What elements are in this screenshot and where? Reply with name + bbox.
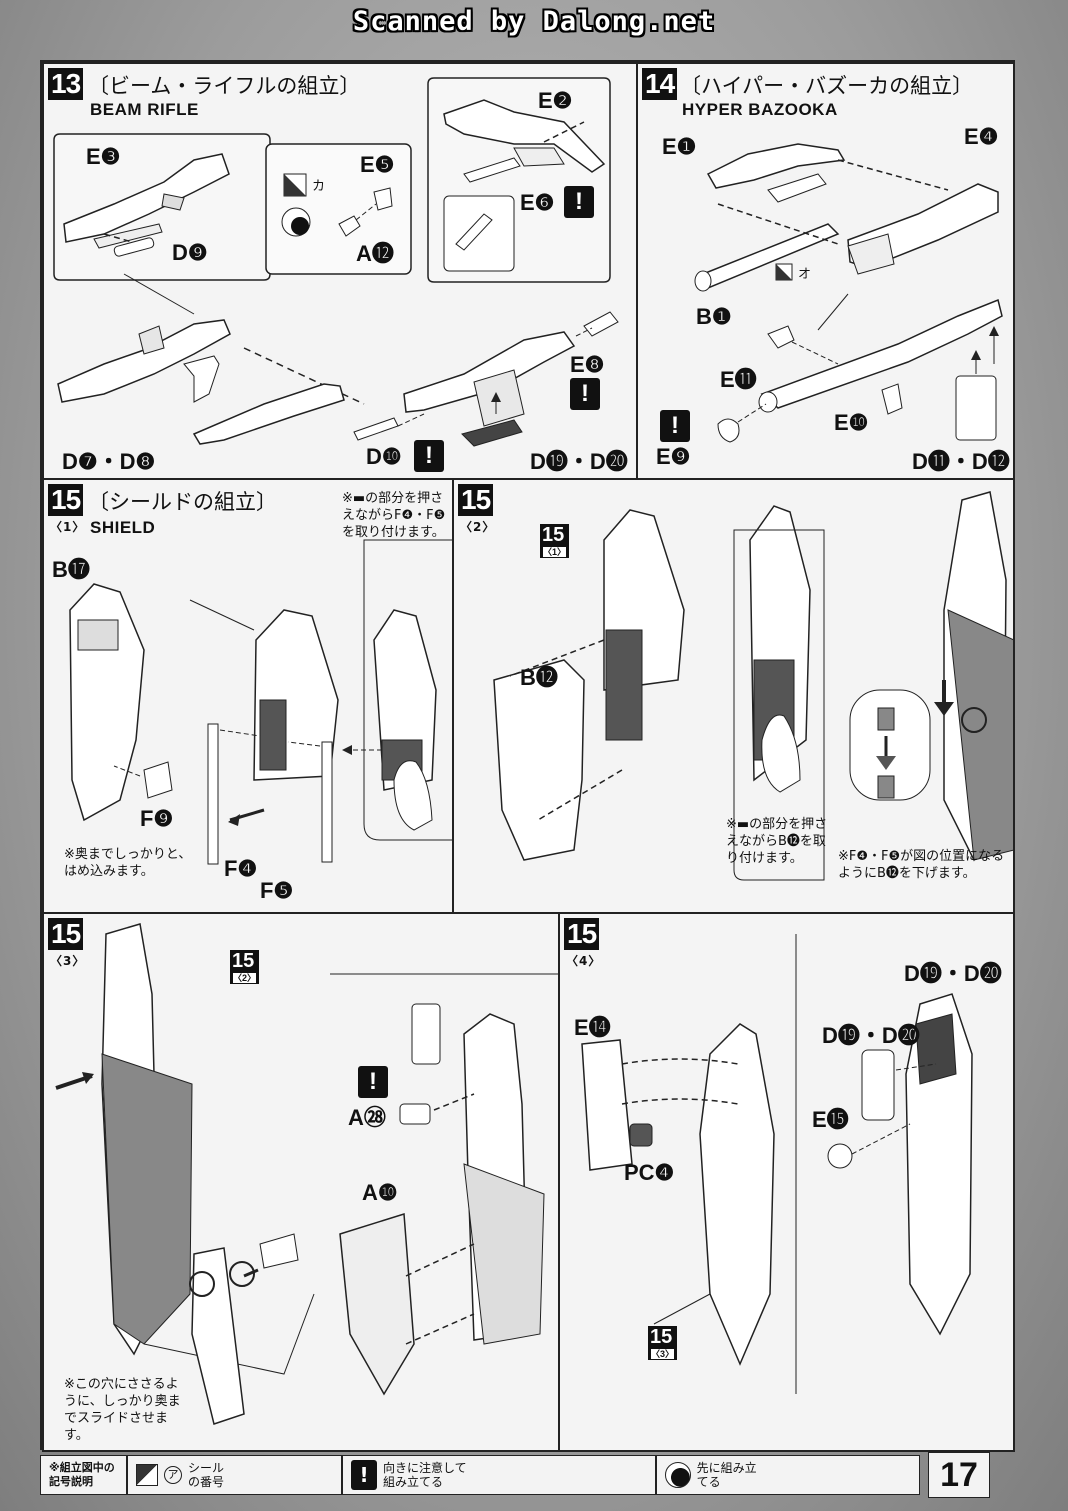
part-label: D❾: [172, 240, 208, 265]
part-label: E⓮: [574, 1015, 611, 1040]
legend-item-first: 先に組み立てる: [655, 1455, 920, 1495]
ref-sub: 〈3〉: [650, 1348, 676, 1360]
part-label: B⓬: [520, 665, 558, 690]
first-assemble-icon: [664, 1462, 691, 1488]
part-label: F❾: [140, 806, 174, 831]
part-label: F❺: [260, 878, 294, 903]
step-15-3-panel: 15 〈3〉 15 〈2〉: [42, 912, 560, 1452]
step-title-en: BEAM RIFLE: [90, 100, 199, 119]
note-slide: ※この穴にささるように、しっかり奥までスライドさせます。: [64, 1377, 181, 1443]
ref-number: 15: [650, 1326, 673, 1348]
warning-icon: !: [358, 1066, 388, 1098]
part-label: D⓳・D⓴: [822, 1023, 920, 1048]
note-press-part: ※▬の部分を押さえながらF❹・F❺を取り付けます。: [342, 491, 446, 540]
note-insert: ※奥までしっかりと、はめ込みます。: [64, 847, 192, 879]
note-position: ※F❹・F❺が図の位置になるようにB⓬を下げます。: [838, 849, 1005, 881]
scanner-watermark: Scanned by Dalong.net: [352, 6, 716, 37]
step-15-4-panel: 15 〈4〉 15 〈3〉 D⓳・D⓴: [558, 912, 1015, 1452]
part-label: E⓫: [720, 367, 757, 392]
sticker-icon: [135, 1464, 158, 1486]
step-number: 13: [48, 68, 84, 100]
ref-number: 15: [232, 950, 255, 972]
part-label: E❿: [834, 410, 869, 435]
part-label: E❶: [662, 134, 697, 159]
part-label: E❷: [538, 88, 573, 113]
substep-number: 〈4〉: [566, 954, 602, 968]
substep-number: 〈3〉: [50, 954, 86, 968]
warning-icon: !: [351, 1460, 378, 1490]
step-number: 15: [564, 918, 600, 950]
step-number: 15: [458, 484, 494, 516]
part-label: B⓱: [52, 557, 90, 582]
instruction-sheet: 13 〔ビーム・ライフルの組立〕 BEAM RIFLE: [40, 60, 1015, 1452]
step-number: 15: [48, 484, 84, 516]
step-title-jp: 〔シールドの組立〕: [88, 490, 277, 514]
part-label: D❿: [366, 444, 402, 469]
step-15-1-panel: 15 〈1〉 〔シールドの組立〕 SHIELD: [42, 478, 454, 914]
step-reference: 15 〈2〉: [230, 950, 260, 984]
part-label: E⓯: [812, 1107, 849, 1132]
step-14-panel: 14 〔ハイパー・バズーカの組立〕 HYPER BAZOOKA: [636, 62, 1015, 480]
shield-step4-drawing: [581, 934, 973, 1394]
substep-number: 〈2〉: [460, 520, 496, 534]
step-reference: 15 〈1〉: [540, 524, 570, 558]
part-label: E❽: [570, 352, 605, 377]
sticker-number: オ: [798, 267, 812, 282]
substep-number: 〈1〉: [50, 520, 86, 534]
step-reference: 15 〈3〉: [648, 1326, 678, 1360]
beam-rifle-drawing: [53, 77, 619, 447]
warning-icon: !: [570, 378, 600, 410]
warning-icon: !: [660, 410, 690, 442]
part-label: D❼・D❽: [62, 449, 156, 474]
symbol-legend: ※組立図中の記号説明 ア シールの番号 ! 向きに注意して組み立てる 先に組み立…: [40, 1455, 920, 1495]
part-label: A⓬: [356, 241, 394, 266]
sticker-number: カ: [312, 179, 326, 194]
part-label: PC❹: [624, 1160, 675, 1185]
part-label: D⓫・D⓬: [912, 449, 1010, 474]
legend-item-warning: ! 向きに注意して組み立てる: [342, 1455, 656, 1495]
part-label: B❶: [696, 304, 732, 329]
legend-item-sticker: ア シールの番号: [126, 1455, 343, 1495]
step-13-panel: 13 〔ビーム・ライフルの組立〕 BEAM RIFLE: [42, 62, 638, 480]
shield-step2-drawing: [493, 491, 1013, 881]
part-label: E❹: [964, 124, 999, 149]
part-label: D⓳・D⓴: [530, 449, 628, 474]
ref-number: 15: [542, 524, 565, 546]
step-title-jp: 〔ビーム・ライフルの組立〕: [88, 74, 361, 98]
step-number: 14: [642, 68, 678, 100]
page-number: 17: [928, 1452, 990, 1498]
step-number: 15: [48, 918, 84, 950]
part-label: E❺: [360, 152, 395, 177]
ref-sub: 〈2〉: [232, 972, 258, 984]
shield-step1-drawing: [69, 539, 452, 865]
part-label: F❹: [224, 856, 258, 881]
note-press-part: ※▬の部分を押さえながらB⓬を取り付けます。: [726, 817, 828, 866]
part-label: E❸: [86, 144, 121, 169]
part-label: E❻: [520, 190, 555, 215]
part-label: A❿: [362, 1180, 398, 1205]
legend-heading: ※組立図中の記号説明: [40, 1455, 127, 1495]
part-label: A㉘: [348, 1105, 386, 1130]
hyper-bazooka-drawing: [694, 143, 1003, 443]
step-title-en: SHIELD: [90, 518, 156, 537]
step-title-jp: 〔ハイパー・バズーカの組立〕: [680, 74, 974, 98]
warning-icon: !: [564, 186, 594, 218]
shield-step3-drawing: [55, 923, 558, 1425]
part-label: D⓳・D⓴: [904, 961, 1002, 986]
part-label: E❾: [656, 444, 691, 469]
ref-sub: 〈1〉: [542, 546, 568, 558]
step-15-2-panel: 15 〈2〉 15 〈1〉: [452, 478, 1015, 914]
warning-icon: !: [414, 440, 444, 472]
step-title-en: HYPER BAZOOKA: [682, 100, 838, 119]
